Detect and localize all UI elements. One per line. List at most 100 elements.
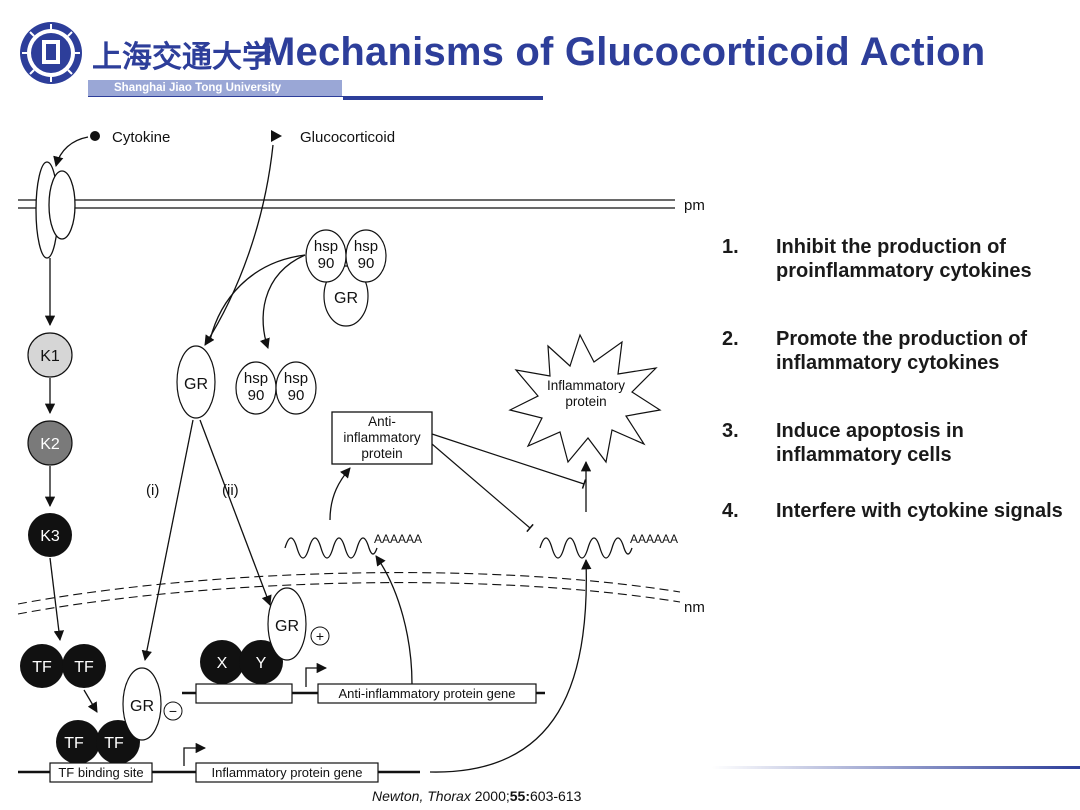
header-rule xyxy=(88,96,343,97)
tf-binding-site xyxy=(49,762,153,783)
list-item: 4. Interfere with cytokine signals xyxy=(722,499,1067,523)
hsp-number-label: 90 xyxy=(358,255,375,272)
inhibition-line xyxy=(431,433,587,489)
inflammatory-protein-burst xyxy=(508,333,662,464)
tf-label: TF xyxy=(64,735,84,752)
header-underline xyxy=(343,96,543,100)
pathway-ii-label: (ii) xyxy=(222,482,239,499)
pathway-i-label: (i) xyxy=(146,482,159,499)
plasma-membrane xyxy=(18,199,675,209)
citation-volume: 55: xyxy=(509,788,530,804)
anti-inflammatory-gene-label: Anti-inflammatory protein gene xyxy=(338,686,515,701)
hsp-label: hsp xyxy=(244,370,268,387)
transcription-arrow-inflammatory xyxy=(429,558,592,773)
list-item: 3. Induce apoptosis in inflammatory cells xyxy=(722,419,1067,467)
gr-transactivation xyxy=(267,587,307,661)
university-name-chinese: 上海交通大学 xyxy=(92,40,272,75)
anti-protein-label: protein xyxy=(361,446,402,461)
list-item: 1. Inhibit the production of proinflammat… xyxy=(722,235,1067,283)
anti-protein-label: inflammatory xyxy=(343,430,421,445)
hsp90-gr-complex xyxy=(305,229,387,327)
released-hsp90 xyxy=(235,361,317,415)
inflammatory-gene-label: Inflammatory protein gene xyxy=(211,765,362,780)
minus-sign xyxy=(163,701,183,721)
plus-label: + xyxy=(316,628,324,644)
minus-label: − xyxy=(169,703,177,719)
plus-sign xyxy=(310,626,330,646)
nuclear-membrane xyxy=(17,572,681,615)
cofactor-x xyxy=(200,640,244,684)
cytokine-icon xyxy=(90,131,100,141)
y-label: Y xyxy=(256,655,267,672)
cytokine-label: Cytokine xyxy=(112,129,170,146)
gr-label: GR xyxy=(334,290,358,307)
list-item: 2. Promote the production of inflammatory… xyxy=(722,327,1067,375)
pathway-ii-arrow xyxy=(199,419,272,606)
tf-label: TF xyxy=(74,659,94,676)
list-text: Promote the production of inflammatory c… xyxy=(776,328,1028,374)
list-text: Inhibit the production of proinflammator… xyxy=(776,236,1032,282)
transcription-factor xyxy=(62,644,106,688)
nuclear-membrane-label: nm xyxy=(684,599,705,616)
inflam-protein-label: protein xyxy=(565,394,606,409)
list-text: Induce apoptosis in inflammatory cells xyxy=(776,420,964,466)
bound-transcription-factor xyxy=(56,720,100,764)
hsp-label: hsp xyxy=(314,238,338,255)
kinase-k2 xyxy=(27,420,73,466)
plasma-membrane-label: pm xyxy=(684,197,705,214)
hsp-label: hsp xyxy=(354,238,378,255)
footer-line xyxy=(712,766,1080,769)
transcription-factor xyxy=(20,644,64,688)
list-number: 2. xyxy=(722,328,739,350)
cytokine-receptor xyxy=(35,161,76,259)
inflammatory-mrna xyxy=(539,537,633,559)
activated-gr xyxy=(176,345,216,419)
list-text: Interfere with cytokine signals xyxy=(776,500,1063,522)
page-title: Mechanisms of Glucocorticoid Action xyxy=(262,30,986,74)
kinase-k3-label: K3 xyxy=(40,528,60,545)
hsp-label: hsp xyxy=(284,370,308,387)
citation-year: 2000; xyxy=(474,788,510,804)
tf-label: TF xyxy=(104,735,124,752)
kinase-k1-label: K1 xyxy=(40,348,60,365)
hsp-number-label: 90 xyxy=(248,387,265,404)
inflam-protein-label: Inflammatory xyxy=(547,378,625,393)
hsp-number-label: 90 xyxy=(318,255,335,272)
anti-protein-label: Anti- xyxy=(368,414,396,429)
cofactor-y xyxy=(239,640,283,684)
tf-label: TF xyxy=(32,659,52,676)
gr-transrepression xyxy=(122,667,162,741)
tf-binding-site-label: TF binding site xyxy=(58,765,143,780)
gr-label: GR xyxy=(275,618,299,635)
university-name-english: Shanghai Jiao Tong University xyxy=(88,80,342,96)
inflammatory-gene xyxy=(195,762,379,783)
glucocorticoid-label: Glucocorticoid xyxy=(300,129,395,146)
anti-inflammatory-protein-box xyxy=(331,411,433,465)
gr-label: GR xyxy=(130,698,154,715)
hsp-number-label: 90 xyxy=(288,387,305,404)
mechanism-list: 1. Inhibit the production of proinflammat… xyxy=(722,235,1067,523)
dissociation-arrows xyxy=(209,254,306,341)
citation-pages: 603-613 xyxy=(530,788,582,804)
anti-inflammatory-gene xyxy=(317,683,537,704)
gre-site xyxy=(195,683,293,704)
x-label: X xyxy=(217,655,228,672)
glucocorticoid-entry-arrow xyxy=(204,144,274,346)
citation-journal: Thorax xyxy=(427,788,471,804)
polya-tail: AAAAAA xyxy=(374,532,422,546)
list-number: 1. xyxy=(722,236,739,258)
citation: Newton, Thorax 2000;55:603-613 xyxy=(372,788,581,804)
list-number: 3. xyxy=(722,420,739,442)
gr-label: GR xyxy=(184,376,208,393)
transcription-arrow-anti xyxy=(375,555,413,685)
citation-author: Newton, xyxy=(372,788,424,804)
kinase-k2-label: K2 xyxy=(40,436,60,453)
glucocorticoid-mechanism-diagram: Cytokine Glucocorticoid pm K1 K2 K3 hsp … xyxy=(17,129,705,783)
list-number: 4. xyxy=(722,500,739,522)
glucocorticoid-icon xyxy=(271,130,282,142)
polya-tail: AAAAAA xyxy=(630,532,678,546)
kinase-k1 xyxy=(27,332,73,378)
kinase-k3 xyxy=(28,513,72,557)
university-logo xyxy=(20,22,82,84)
inhibition-line xyxy=(431,443,534,533)
